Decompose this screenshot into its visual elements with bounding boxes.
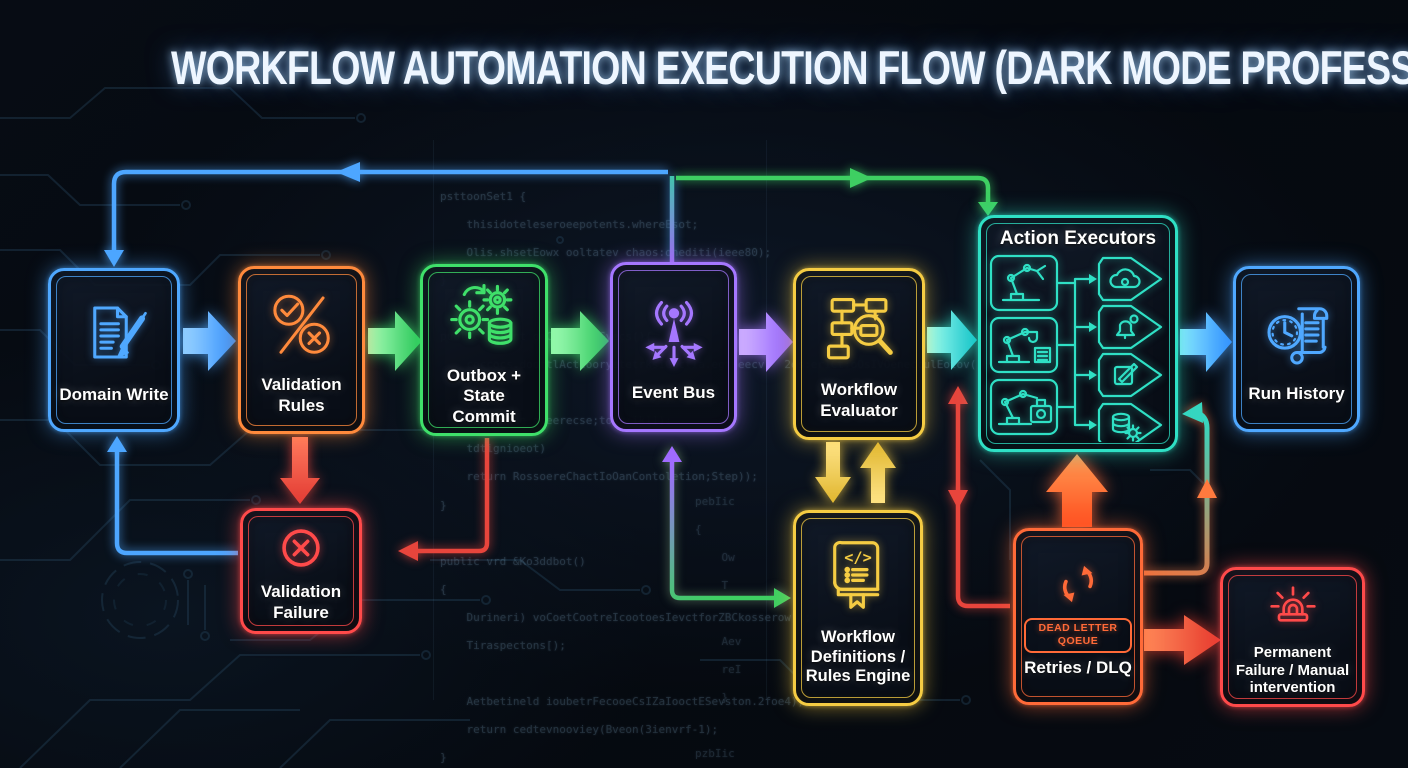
flow-arrow-domainwrite-validationrules bbox=[183, 311, 236, 371]
arrow-evaluator-to-definitions bbox=[815, 442, 851, 503]
node-label: Validation Rules bbox=[261, 375, 342, 415]
error-circle-icon bbox=[272, 519, 330, 577]
executor-fanout-lines bbox=[1055, 274, 1097, 431]
retry-loop-icon bbox=[1049, 555, 1107, 613]
node-retries-dlq: DEAD LETTER QOEUE Retries / DLQ bbox=[1013, 528, 1143, 705]
node-label: Domain Write bbox=[59, 385, 169, 405]
edge-dlq-loop-to-actionexecutors bbox=[1144, 402, 1217, 576]
node-label: Event Bus bbox=[631, 383, 716, 403]
node-workflow-evaluator: Workflow Evaluator bbox=[793, 268, 925, 440]
node-action-executors: Action Executors bbox=[978, 215, 1178, 452]
document-pen-icon bbox=[72, 294, 156, 378]
edge-validationfailure-to-domainwrite bbox=[107, 436, 238, 556]
arrow-validationrules-to-failure bbox=[280, 437, 320, 504]
node-label: Action Executors bbox=[999, 228, 1157, 249]
siren-icon bbox=[1261, 577, 1325, 637]
node-event-bus: Event Bus bbox=[610, 262, 737, 432]
flow-arrow-actionexecutors-runhistory bbox=[1180, 312, 1232, 372]
edge-eventbus-to-actionexecutors bbox=[676, 168, 998, 216]
page-title: WORKFLOW AUTOMATION EXECUTION FLOW (DARK… bbox=[171, 41, 1408, 94]
executor-tile-robot-arm-1 bbox=[989, 255, 1059, 312]
arrow-dlq-to-permanentfailure bbox=[1144, 615, 1221, 665]
node-label: Workflow Evaluator bbox=[820, 380, 898, 420]
code-book-icon: </> bbox=[815, 529, 901, 621]
node-label: Validation Failure bbox=[260, 582, 342, 622]
executor-badge-database-gear-icon bbox=[1097, 403, 1163, 448]
executor-tile-robot-arm-3 bbox=[989, 379, 1059, 436]
node-run-history: Run History bbox=[1233, 266, 1360, 432]
arrow-definitions-to-evaluator bbox=[860, 442, 896, 503]
executor-badge-edit-icon bbox=[1097, 353, 1163, 398]
flowchart-magnifier-icon bbox=[816, 287, 902, 373]
node-label: Retries / DLQ bbox=[1024, 658, 1132, 678]
panel-seam bbox=[766, 140, 767, 700]
edge-definitions-eventbus-line bbox=[662, 446, 791, 608]
check-cross-icon bbox=[260, 284, 344, 368]
svg-text:</>: </> bbox=[844, 549, 872, 567]
node-permanent-failure: Permanent Failure / Manual intervention bbox=[1220, 567, 1365, 707]
executor-badge-bell-icon bbox=[1097, 305, 1163, 350]
edge-actionexecutors-dlq-line bbox=[948, 386, 1010, 609]
flow-arrow-validationrules-outbox bbox=[368, 311, 422, 371]
arrow-dlq-retry-to-actionexecutors bbox=[1046, 454, 1108, 527]
dead-letter-queue-badge: DEAD LETTER QOEUE bbox=[1024, 617, 1132, 654]
node-validation-rules: Validation Rules bbox=[238, 266, 365, 434]
flow-arrow-evaluator-actionexecutors bbox=[927, 310, 977, 370]
node-label: Outbox + State Commit bbox=[446, 366, 522, 426]
node-outbox-state-commit: Outbox + State Commit bbox=[420, 264, 548, 436]
node-workflow-definitions: </> Workflow Definitions / Rules Engine bbox=[793, 510, 923, 706]
flow-arrow-eventbus-evaluator bbox=[739, 312, 793, 372]
node-label: Run History bbox=[1248, 384, 1345, 404]
edge-outbox-to-validationfailure bbox=[398, 438, 490, 561]
flow-arrow-outbox-eventbus bbox=[551, 311, 609, 371]
node-domain-write: Domain Write bbox=[48, 268, 180, 432]
gears-database-icon bbox=[441, 273, 527, 359]
executor-badge-cloud-icon bbox=[1097, 257, 1163, 302]
node-label: Permanent Failure / Manual intervention bbox=[1235, 643, 1350, 697]
robot-arms-icon bbox=[985, 254, 1171, 448]
node-label: Workflow Definitions / Rules Engine bbox=[805, 628, 911, 686]
node-validation-failure: Validation Failure bbox=[240, 508, 362, 634]
edge-eventbus-to-domainwrite bbox=[104, 162, 675, 267]
scroll-clock-icon bbox=[1255, 293, 1339, 377]
broadcast-antenna-icon bbox=[631, 290, 717, 376]
executor-tile-robot-arm-2 bbox=[989, 317, 1059, 374]
